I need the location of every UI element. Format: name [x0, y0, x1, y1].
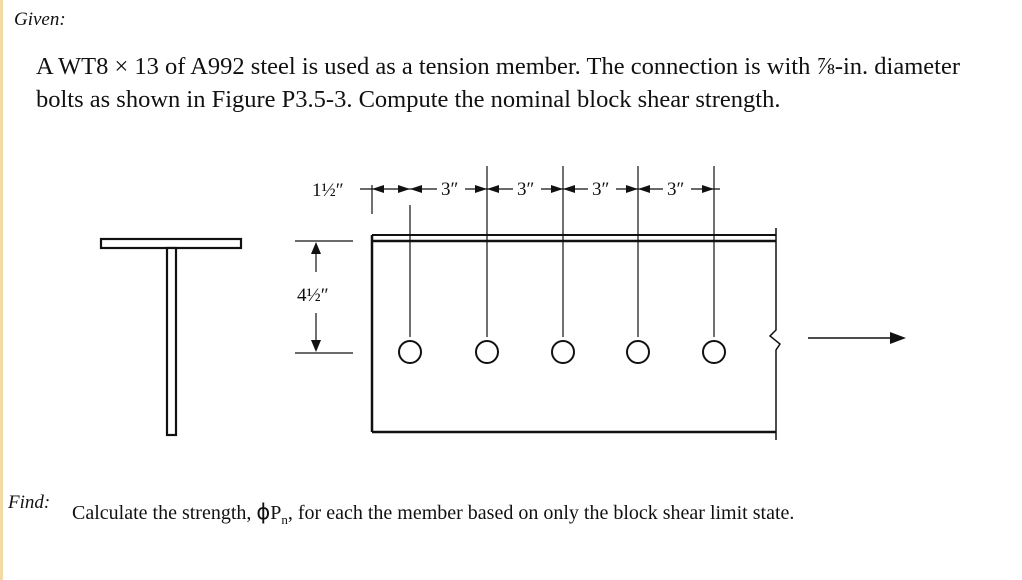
find-subscript: n	[281, 512, 288, 527]
find-statement: Calculate the strength, ϕPn, for each th…	[72, 496, 997, 536]
given-heading: Given:	[14, 9, 66, 30]
find-text-after: , for each the member based on only the …	[287, 502, 795, 524]
find-var: P	[270, 502, 282, 524]
spacing-label-4: 3″	[667, 179, 684, 200]
wt-stem	[165, 246, 178, 437]
problem-statement: A WT8 × 13 of A992 steel is used as a te…	[36, 53, 961, 113]
find-heading: Find:	[8, 492, 51, 513]
depth-label: 4½″	[297, 285, 329, 306]
bolt-hole	[398, 340, 422, 364]
break-line	[768, 228, 782, 440]
bolt-hole	[702, 340, 726, 364]
bolt-hole	[551, 340, 575, 364]
bolt-hole	[626, 340, 650, 364]
spacing-label-2: 3″	[517, 179, 534, 200]
wt-flange	[99, 237, 243, 250]
spacing-label-3: 3″	[592, 179, 609, 200]
bolt-hole	[475, 340, 499, 364]
phi-symbol: ϕ	[256, 500, 271, 524]
spacing-label-1: 3″	[441, 179, 458, 200]
find-text-before: Calculate the strength,	[72, 502, 257, 524]
left-margin-rule	[0, 0, 3, 580]
edge-distance-label: 1½″	[312, 180, 344, 201]
